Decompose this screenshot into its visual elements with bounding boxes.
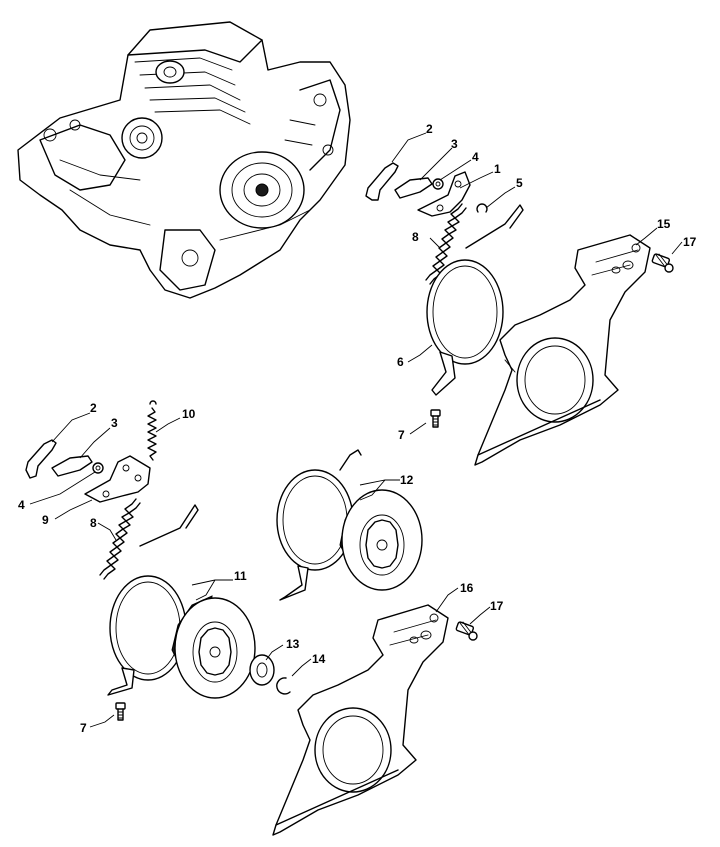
callout-15: 15 — [657, 217, 671, 231]
callout-17-upper: 17 — [683, 235, 697, 249]
clutch-drum-part-11 — [171, 595, 256, 699]
lever-part-3-lower — [51, 455, 93, 477]
spring-hook-lower — [139, 504, 199, 547]
circlip-part-14 — [276, 677, 291, 695]
upper-brake-lever-group — [365, 162, 524, 249]
rod-part-2-lower — [25, 439, 57, 479]
rod-part-2-upper — [365, 162, 399, 201]
brake-lever-part-1 — [417, 171, 471, 217]
spring-part-8-upper — [425, 203, 467, 285]
callout-8-upper: 8 — [412, 230, 419, 244]
spring-hook-upper — [465, 204, 524, 249]
washer-part-4-lower — [92, 462, 104, 474]
clutch-drum-part-12 — [339, 489, 423, 591]
callout-3-lower: 3 — [111, 416, 118, 430]
callout-11: 11 — [234, 569, 247, 583]
callout-17-lower: 17 — [490, 599, 504, 613]
callout-10: 10 — [182, 407, 196, 421]
washer-part-13 — [249, 654, 275, 686]
screw-part-7-upper — [430, 409, 441, 428]
brake-band-part-11 — [107, 575, 187, 696]
washer-part-4-upper — [432, 178, 444, 190]
callout-14: 14 — [312, 652, 326, 666]
callout-8-lower: 8 — [90, 516, 97, 530]
callout-6: 6 — [397, 355, 404, 369]
lever-part-3-upper — [394, 177, 433, 199]
screw-part-17-upper — [651, 253, 674, 273]
circlip-part-5 — [476, 203, 488, 213]
callout-7-upper: 7 — [398, 428, 405, 442]
callout-1: 1 — [494, 162, 501, 176]
callout-labels: 2 3 4 1 5 8 15 17 6 7 2 3 10 4 9 8 12 11… — [18, 122, 697, 735]
lower-brake-lever-group — [25, 439, 151, 503]
callout-4-upper: 4 — [472, 150, 479, 164]
brake-band-part-6 — [426, 259, 504, 396]
callout-9: 9 — [42, 513, 49, 527]
screw-part-17-lower — [455, 621, 478, 641]
callout-2-lower: 2 — [90, 401, 97, 415]
callout-2-upper: 2 — [426, 122, 433, 136]
callout-13: 13 — [286, 637, 300, 651]
callout-16: 16 — [460, 581, 474, 595]
callout-7-lower: 7 — [80, 721, 87, 735]
spring-part-10 — [147, 400, 157, 461]
callout-3-upper: 3 — [451, 137, 458, 151]
leader-lines — [29, 132, 683, 728]
spring-part-8-lower — [99, 498, 199, 580]
engine-powerhead — [17, 21, 351, 299]
sprocket-cover-part-15 — [474, 234, 651, 466]
sprocket-cover-part-16 — [272, 604, 449, 836]
callout-12: 12 — [400, 473, 414, 487]
callout-4-lower: 4 — [18, 498, 25, 512]
callout-5: 5 — [516, 176, 523, 190]
screw-part-7-lower — [115, 702, 126, 721]
brake-lever-part-9 — [84, 455, 151, 503]
